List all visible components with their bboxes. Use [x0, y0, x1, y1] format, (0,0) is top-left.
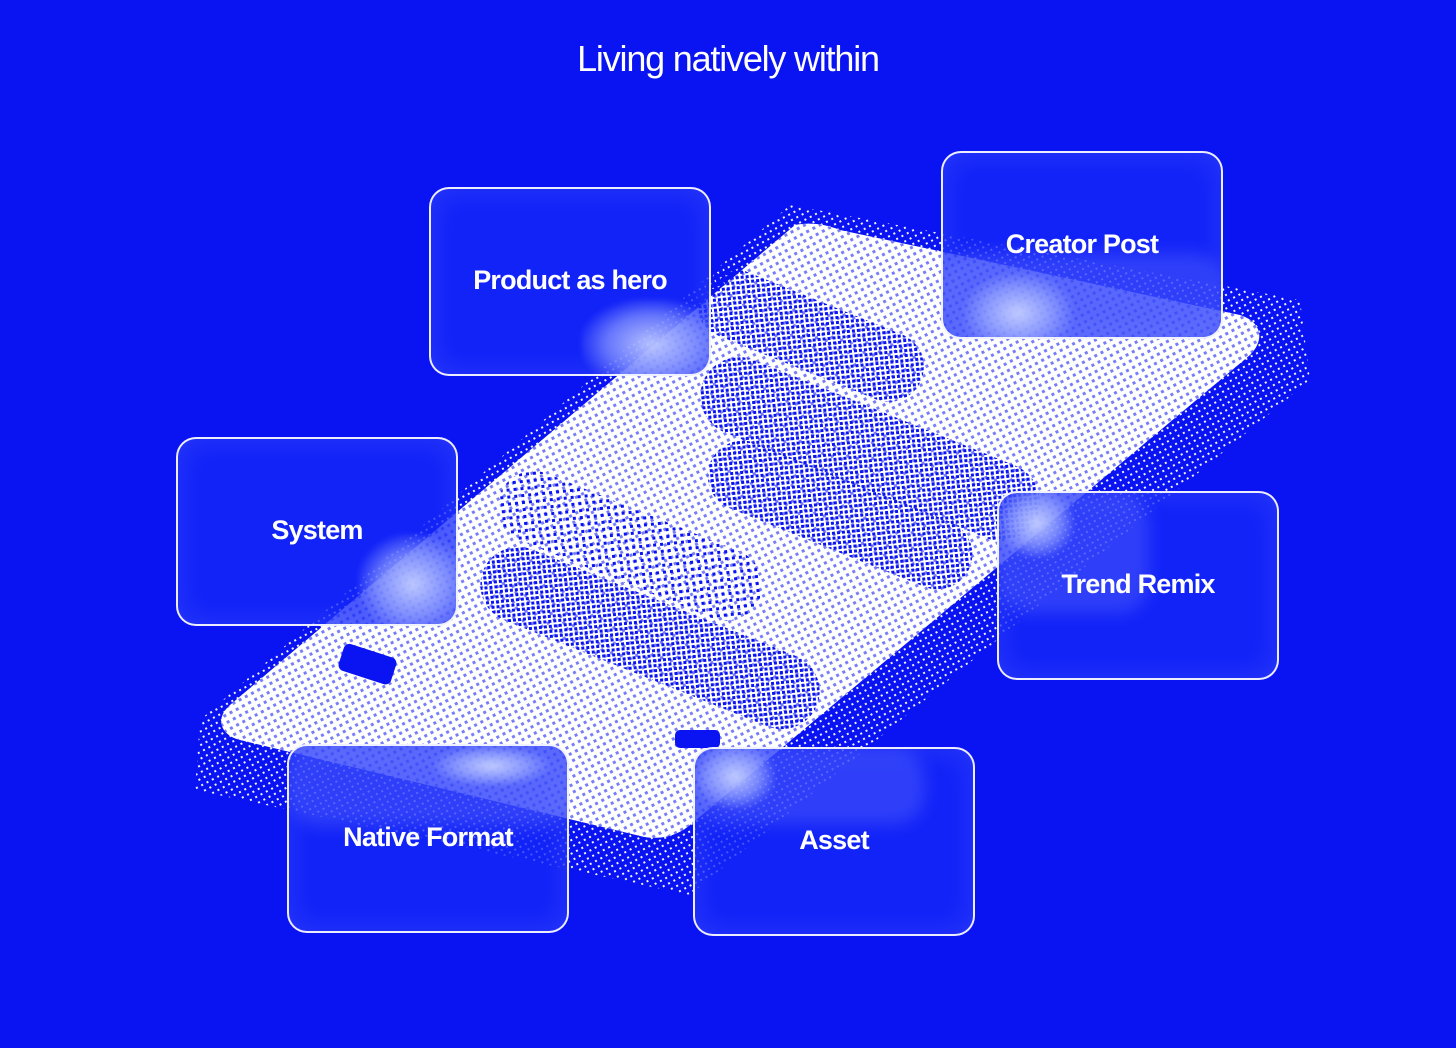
card-label: Creator Post [1005, 229, 1159, 259]
card-asset: Asset [693, 747, 975, 936]
phone-button-bottom [675, 730, 720, 748]
card-creator-post: Creator Post [941, 151, 1223, 339]
card-label: System [271, 515, 363, 545]
card-label: Trend Remix [1061, 569, 1215, 599]
card-product-as-hero: Product as hero [429, 187, 711, 376]
card-native-format: Native Format [287, 744, 569, 933]
card-label: Asset [799, 825, 869, 855]
headline: Living natively within [577, 38, 880, 79]
screen-pills [480, 268, 1040, 730]
card-label: Native Format [343, 822, 513, 852]
card-system: System [176, 437, 458, 626]
phone-button-left [338, 643, 397, 685]
card-label: Product as hero [473, 265, 667, 295]
card-trend-remix: Trend Remix [997, 491, 1279, 680]
